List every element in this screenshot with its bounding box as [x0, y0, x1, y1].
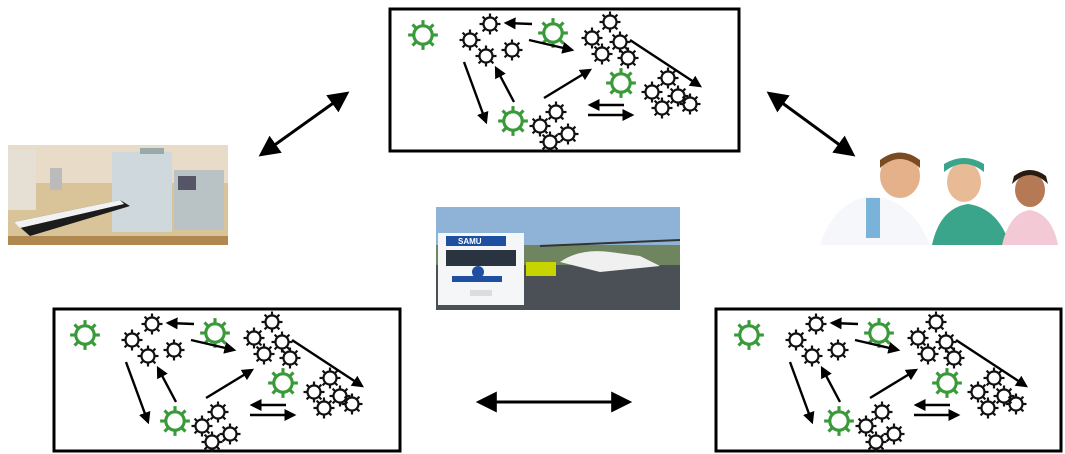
bottom-left-system-panel — [52, 307, 402, 453]
hospital-room-photo — [8, 145, 228, 245]
connection-arrows — [258, 91, 856, 413]
arrow-top-right — [766, 91, 856, 157]
bottom-right-system-panel — [714, 307, 1063, 453]
ambulance-helicopter-photo: SAMU — [436, 207, 681, 310]
ambulance-label: SAMU — [458, 237, 482, 246]
top-system-panel — [388, 7, 741, 153]
medical-staff-photo — [820, 152, 1058, 245]
arrow-top-left — [258, 91, 350, 157]
